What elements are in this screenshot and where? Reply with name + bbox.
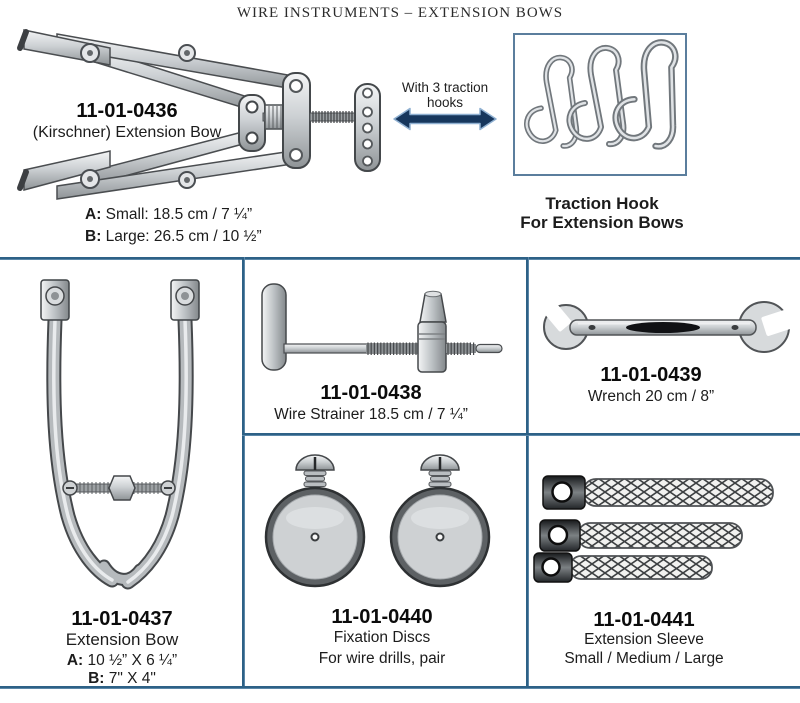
size-a-label: A: xyxy=(85,206,102,223)
product-0437-size-a: A: 10 ½” X 6 ¼” xyxy=(30,652,214,670)
product-0436-size-a: A: Small: 18.5 cm / 7 ¼” xyxy=(85,206,252,224)
size-a-value: 10 ½” X 6 ¼” xyxy=(83,652,178,669)
traction-hooks-note: With 3 traction hooks xyxy=(401,80,489,110)
traction-hook-caption-line1: Traction Hook xyxy=(545,194,659,213)
product-code-0438: 11-01-0438 xyxy=(320,382,422,404)
grid-divider-vertical-left xyxy=(242,257,245,687)
product-code-0437: 11-01-0437 xyxy=(71,608,173,630)
product-name-0440: Fixation Discs xyxy=(333,629,431,646)
wire-strainer-photo xyxy=(261,283,503,373)
extension-bow-photo xyxy=(40,279,200,590)
traction-hooks-box xyxy=(513,33,687,176)
grid-divider-middle xyxy=(242,433,800,436)
kirschner-extension-bow-photo xyxy=(17,29,381,200)
product-code-0439: 11-01-0439 xyxy=(600,364,702,386)
product-name-0438: Wire Strainer 18.5 cm / 7 ¼” xyxy=(274,406,468,423)
page-title: WIRE INSTRUMENTS – EXTENSION BOWS xyxy=(236,5,564,21)
size-a-label: A: xyxy=(66,652,84,669)
size-b-value: 7" X 4" xyxy=(104,670,156,687)
product-desc-0440: For wire drills, pair xyxy=(318,650,446,667)
product-name-0436: (Kirschner) Extension Bow xyxy=(32,124,222,141)
traction-hook-caption-line2: For Extension Bows xyxy=(520,213,684,232)
product-code-0441: 11-01-0441 xyxy=(593,609,695,631)
product-name-0441: Extension Sleeve xyxy=(584,631,704,648)
size-b-label: B: xyxy=(85,228,102,245)
size-a-value: Small: 18.5 cm / 7 ¼” xyxy=(101,206,253,223)
grid-divider-vertical-right xyxy=(526,257,529,687)
product-name-0439: Wrench 20 cm / 8” xyxy=(587,388,715,405)
product-0437-size-b: B: 7" X 4" xyxy=(30,670,214,688)
grid-divider-bottom xyxy=(0,686,800,689)
traction-hooks-photo xyxy=(515,35,685,172)
double-arrow-icon xyxy=(393,107,497,131)
extension-sleeves-photo xyxy=(533,475,774,583)
size-b-value: Large: 26.5 cm / 10 ½” xyxy=(101,228,262,245)
size-b-label: B: xyxy=(88,670,105,687)
product-desc-0441: Small / Medium / Large xyxy=(564,650,724,667)
product-code-0440: 11-01-0440 xyxy=(331,606,433,628)
grid-divider-top xyxy=(0,257,800,260)
wrench-photo xyxy=(537,296,792,353)
fixation-discs-photo xyxy=(264,454,491,588)
product-0436-size-b: B: Large: 26.5 cm / 10 ½” xyxy=(85,228,262,246)
traction-hook-caption: Traction Hook For Extension Bows xyxy=(512,194,692,232)
product-name-0437: Extension Bow xyxy=(65,630,179,649)
product-code-0436: 11-01-0436 xyxy=(76,100,178,122)
